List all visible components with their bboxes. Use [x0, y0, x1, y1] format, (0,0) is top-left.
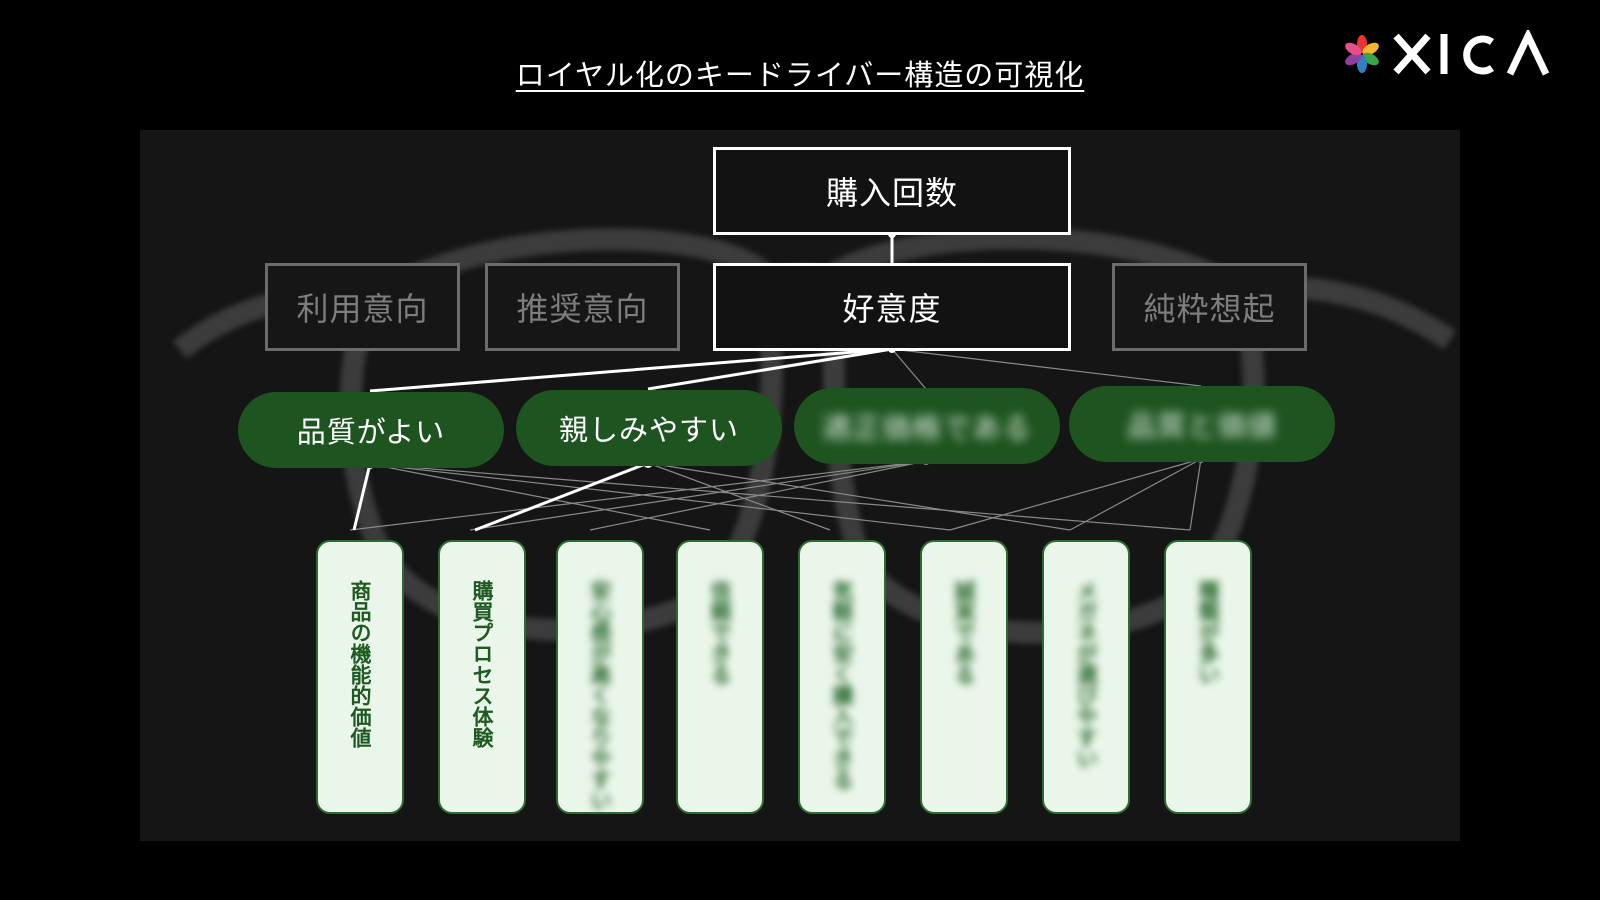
top-metric-label: 購入回数 — [825, 174, 958, 212]
factor-label: 購買プロセス体験 — [470, 580, 494, 748]
factor-label: 誠実である — [952, 580, 976, 685]
kpi-box-favorability: 好意度 — [713, 263, 1071, 351]
brand-logo — [1340, 27, 1562, 80]
driver-pill-blurred: 品質と価値 — [1069, 386, 1335, 462]
driver-label: 品質と価値 — [1126, 409, 1277, 443]
factor-label: メガネが選びやすい — [1074, 580, 1098, 769]
kpi-label: 好意度 — [842, 290, 942, 328]
driver-label: 品質がよい — [296, 415, 446, 449]
top-metric-box: 購入回数 — [713, 147, 1071, 235]
page-title: ロイヤル化のキードライバー構造の可視化 — [515, 58, 1085, 92]
factor-card-blurred: 安心感が高くなりやすい — [556, 540, 644, 814]
kpi-box-unaided-recall: 純粋想起 — [1112, 263, 1307, 351]
kpi-label: 推奨意向 — [516, 290, 649, 328]
driver-pill: 親しみやすい — [516, 390, 782, 466]
pinwheel-logo-icon — [1345, 27, 1550, 76]
factor-card: 購買プロセス体験 — [438, 540, 526, 814]
kpi-box-recommend-intent: 推奨意向 — [485, 263, 680, 351]
factor-label: 商品の機能的価値 — [348, 580, 372, 748]
logo-wordmark — [1393, 27, 1550, 76]
factor-label: 気軽に安く購入できる — [830, 580, 854, 790]
driver-label: 適正価格である — [822, 411, 1032, 445]
factor-label: 種類が多い — [1196, 580, 1220, 685]
driver-pill: 品質がよい — [238, 392, 504, 468]
diagram-panel: 購入回数 利用意向 推奨意向 好意度 純粋想起 品質がよい 親しみやすい 適正価… — [140, 130, 1460, 841]
factor-label: 安心感が高くなりやすい — [588, 580, 612, 811]
kpi-label: 利用意向 — [296, 290, 429, 328]
connection-lines — [349, 230, 1205, 532]
factor-label: 信頼できる — [708, 580, 732, 685]
driver-pill-blurred: 適正価格である — [794, 388, 1060, 464]
factor-card-blurred: メガネが選びやすい — [1042, 540, 1130, 814]
factor-card-blurred: 気軽に安く購入できる — [798, 540, 886, 814]
driver-label: 親しみやすい — [558, 413, 739, 447]
kpi-box-usage-intent: 利用意向 — [265, 263, 460, 351]
factor-card-blurred: 種類が多い — [1164, 540, 1252, 814]
factor-card-blurred: 誠実である — [920, 540, 1008, 814]
kpi-label: 純粋想起 — [1143, 290, 1276, 328]
factor-card-blurred: 信頼できる — [676, 540, 764, 814]
factor-card: 商品の機能的価値 — [316, 540, 404, 814]
